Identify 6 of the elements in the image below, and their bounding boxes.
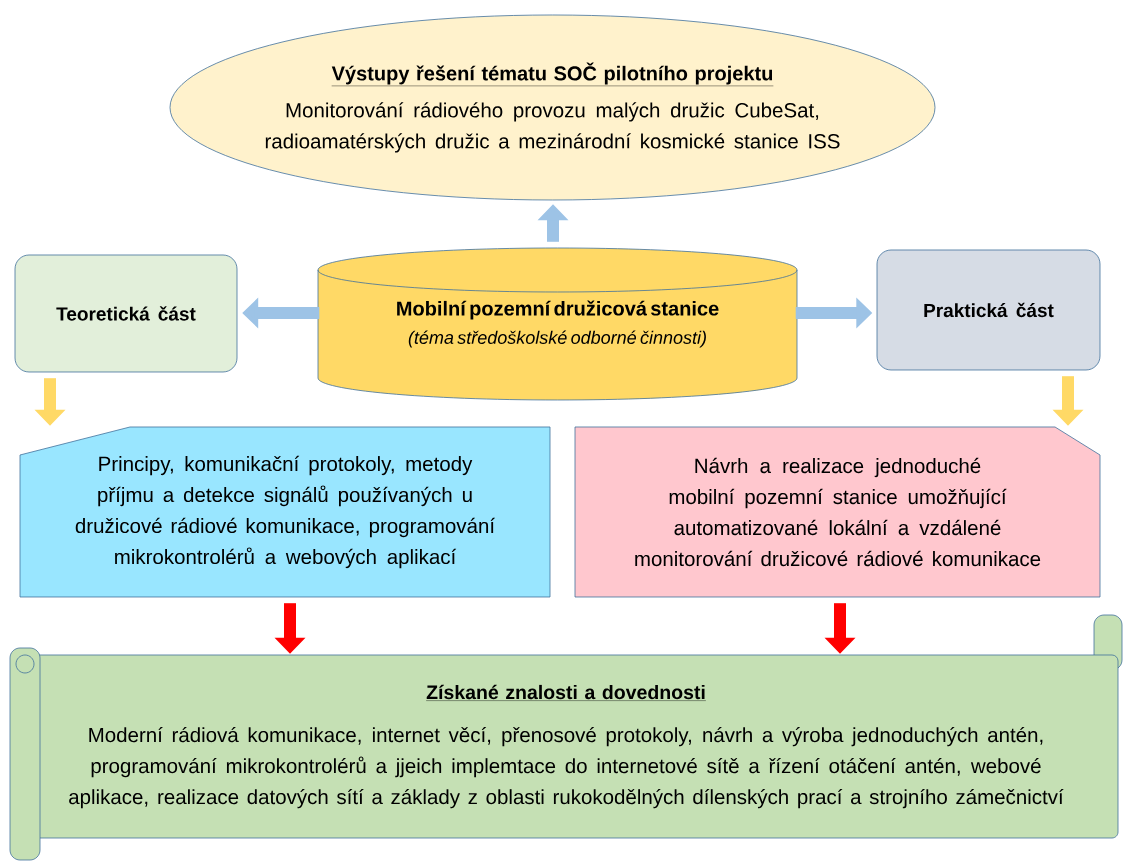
results-scroll: Získané znalosti a dovednosti Moderní rádiová komunikace, internet věcí, přenosové protokoly, návrh a výroba jednoduchých antén, programování mikrokontrolérů a jjeich implemtace do internetové sítě a řízení otáčení antén, webové aplikace, realizace datových sítí a základy z oblasti rukokodělných dílenských prací a strojního zámečnictví (9, 614, 1123, 861)
content-box: Návrh a realizace jednoduché mobilní pozemní stanice umožňující automatizované lokální a vzdálené monitorování družicové rádiové komunikace (574, 426, 1101, 598)
section-box: Teoretická část (14, 254, 238, 373)
station-cylinder: Mobilní pozemní družicová stanice (téma středoškolské odborné činnosti) (317, 247, 798, 401)
section-box: Praktická část (876, 249, 1101, 371)
content-box: Principy, komunikační protokoly, metody příjmu a detekce signálů používaných u družicové rádiové komunikace, programování mikrokontrolérů a webových aplikací (19, 426, 551, 598)
